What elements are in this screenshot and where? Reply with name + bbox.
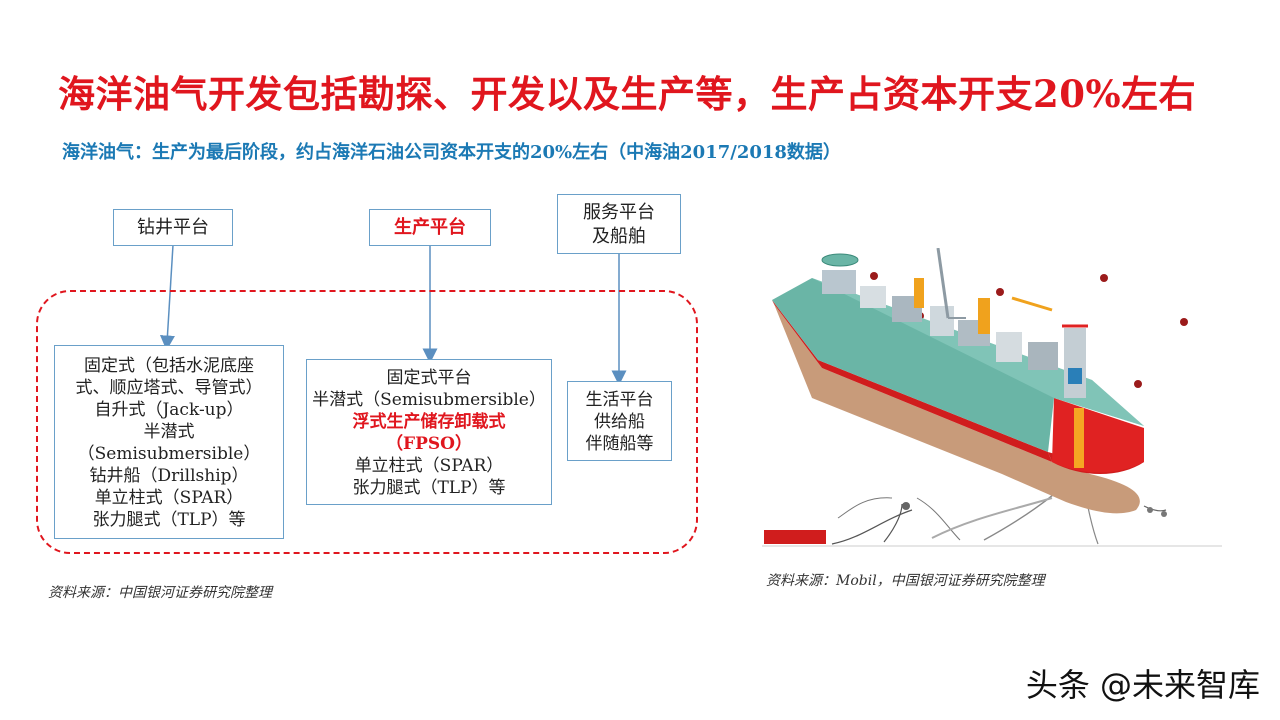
- service-type-item: 伴随船等: [585, 434, 654, 454]
- drilling-type-item: 固定式（包括水泥底座: [84, 356, 254, 376]
- category-service-line: 服务平台: [583, 202, 655, 223]
- source-note-left: 资料来源：中国银河证券研究院整理: [48, 585, 272, 601]
- production-types-box: 固定式平台 半潜式（Semisubmersible） 浮式生产储存卸载式 （FP…: [306, 359, 552, 505]
- drilling-type-item: 半潜式: [143, 422, 195, 442]
- service-type-item: 生活平台: [585, 390, 654, 410]
- drilling-type-item: 式、顺应塔式、导管式）: [75, 378, 263, 398]
- drilling-type-item: （Semisubmersible）: [77, 444, 261, 464]
- service-types-box: 生活平台 供给船 伴随船等: [567, 381, 672, 461]
- page-subtitle: 海洋油气：生产为最后阶段，约占海洋石油公司资本开支的20%左右（中海油2017/…: [62, 142, 841, 163]
- watermark: 头条 @未来智库: [1025, 666, 1260, 704]
- service-type-item: 供给船: [594, 412, 645, 432]
- fpso-ship-illustration: [762, 248, 1222, 547]
- production-type-item-fpso-abbr: （FPSO）: [386, 434, 472, 454]
- production-type-item: 固定式平台: [386, 368, 472, 388]
- category-service-box: 服务平台 及船舶: [557, 194, 681, 254]
- production-type-item: 半潜式（Semisubmersible）: [312, 390, 546, 410]
- drilling-type-item: 单立柱式（SPAR）: [94, 488, 244, 508]
- drilling-type-item: 自升式（Jack-up）: [94, 400, 244, 420]
- production-type-item-fpso: 浮式生产储存卸载式: [352, 412, 506, 432]
- drilling-type-item: 张力腿式（TLP）等: [92, 510, 246, 530]
- drilling-production-group-outline: [36, 290, 698, 554]
- category-production-box: 生产平台: [369, 209, 491, 246]
- arrow-drilling: [159, 244, 175, 351]
- page-title: 海洋油气开发包括勘探、开发以及生产等，生产占资本开支20%左右: [58, 72, 1197, 116]
- production-type-item: 张力腿式（TLP）等: [352, 478, 506, 498]
- category-drilling-label: 钻井平台: [137, 217, 209, 238]
- category-service-line: 及船舶: [592, 226, 646, 247]
- category-drilling-box: 钻井平台: [113, 209, 233, 246]
- drilling-type-item: 钻井船（Drillship）: [89, 466, 249, 486]
- production-type-item: 单立柱式（SPAR）: [354, 456, 504, 476]
- category-production-label: 生产平台: [394, 217, 466, 238]
- source-note-right: 资料来源：Mobil，中国银河证券研究院整理: [766, 573, 1045, 589]
- drilling-types-box: 固定式（包括水泥底座 式、顺应塔式、导管式） 自升式（Jack-up） 半潜式 …: [54, 345, 284, 539]
